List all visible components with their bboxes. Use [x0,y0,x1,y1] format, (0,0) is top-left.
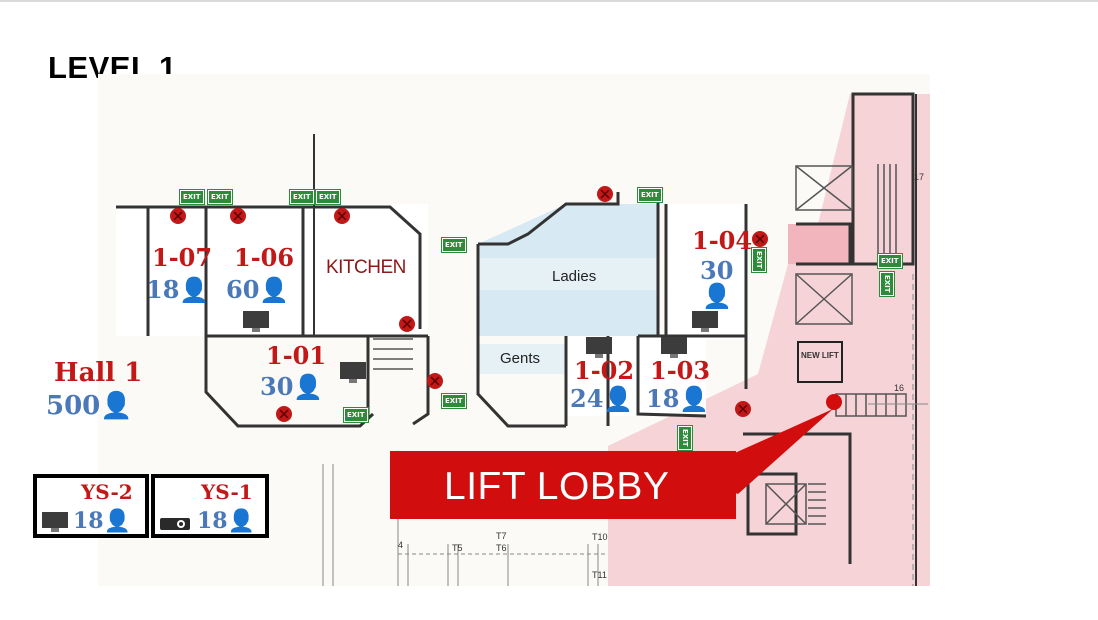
room-1-04-capacity: 30 [700,259,733,283]
person-icon: 👤 [293,372,324,401]
plan-mark: T6 [496,543,507,553]
room-1-06-code: 1-06 [234,243,295,272]
room-1-07-code: 1-07 [152,243,213,272]
capacity-value: 30 [260,372,294,401]
exit-sign-icon: EXIT [441,393,467,409]
exit-sign-icon: EXIT [315,189,341,205]
room-1-02-capacity: 24👤 [570,387,633,411]
plan-mark: 4 [398,540,404,550]
room-1-07-capacity: 18👤 [146,278,209,302]
monitor-icon [243,311,269,328]
room-1-03-capacity: 18👤 [646,387,709,411]
hall-1-capacity: 500👤 [46,393,133,419]
plan-mark: T7 [496,531,507,541]
exit-sign-icon: EXIT [289,189,315,205]
person-icon: 👤 [100,391,133,421]
room-ys-2: YS-2 18👤 [33,474,149,538]
person-icon: 👤 [603,384,634,413]
ladies-label: Ladies [552,268,597,285]
floor-plan-drawing [116,92,930,586]
monitor-icon [340,362,366,379]
monitor-icon [586,337,612,354]
person-icon: 👤 [103,508,132,534]
room-ys-2-capacity: 18👤 [73,510,131,532]
lift-lobby-label: LIFT LOBBY [444,465,670,508]
monitor-icons [243,311,718,383]
person-icon: 👤 [227,508,256,534]
capacity-value: 500 [46,391,101,421]
monitor-icon [42,512,68,532]
room-ys-1-code: YS-1 [201,480,253,504]
room-1-03-code: 1-03 [650,356,711,385]
capacity-value: 18 [197,508,228,534]
plan-mark: T5 [452,543,463,553]
room-1-01-capacity: 30👤 [260,375,323,399]
plan-mark: 17 [914,172,925,182]
lift-marker [826,394,842,410]
person-icon: 👤 [702,281,732,310]
monitor-stand [595,354,603,358]
kitchen-label: KITCHEN [326,257,406,278]
new-lift-label: NEW LIFT [801,351,839,360]
gents-label: Gents [500,350,541,367]
plan-mark: T10 [592,532,608,542]
capacity-value: 18 [646,384,680,413]
hall-1-code: Hall 1 [54,358,143,388]
monitor-stand [670,354,678,358]
monitor-stand [701,328,709,332]
exit-sign-icon: EXIT [637,187,663,203]
lobby-zone-dark [788,224,850,264]
exit-sign-icon: EXIT [441,237,467,253]
monitor-stand [349,379,357,383]
person-icon: 👤 [259,275,290,304]
capacity-value: 60 [226,275,260,304]
exit-sign-icon: EXIT [751,247,767,273]
projector-icon [160,518,190,530]
plan-mark: T11 [592,570,607,580]
exit-sign-icon: EXIT [879,271,895,297]
room-block-left [116,204,428,336]
room-1-01-code: 1-01 [266,341,327,370]
lower-plan-lines [322,274,928,586]
person-icon: 👤 [179,275,210,304]
room-ys-1-capacity: 18👤 [197,510,255,532]
exit-sign-icon: EXIT [207,189,233,205]
monitor-icon [661,337,687,354]
room-ys-2-code: YS-2 [81,480,133,504]
no-entry-crosses [173,189,765,419]
plan-mark: 16 [894,383,905,393]
top-divider [0,0,1098,2]
floor-plan-map: 1-07 18👤 1-06 60👤 KITCHEN 1-01 30👤 Ladie… [98,74,930,586]
lift-lobby-banner [390,451,736,519]
capacity-value: 18 [73,508,104,534]
ladies-band [478,258,658,290]
room-1-02-code: 1-02 [574,356,635,385]
exit-sign-icon: EXIT [343,407,369,423]
exit-sign-icon: EXIT [179,189,205,205]
capacity-value: 18 [146,275,180,304]
room-1-06-capacity: 60👤 [226,278,289,302]
monitor-stand [252,328,260,332]
room-1-04-code: 1-04 [692,226,753,255]
capacity-value: 24 [570,384,604,413]
exit-sign-icon: EXIT [677,425,693,451]
gents-band [478,344,568,374]
person-icon: 👤 [679,384,710,413]
exit-sign-icon: EXIT [877,253,903,269]
room-ys-1: YS-1 18👤 [151,474,269,538]
monitor-icon [692,311,718,328]
capacity-value: 30 [700,256,734,285]
